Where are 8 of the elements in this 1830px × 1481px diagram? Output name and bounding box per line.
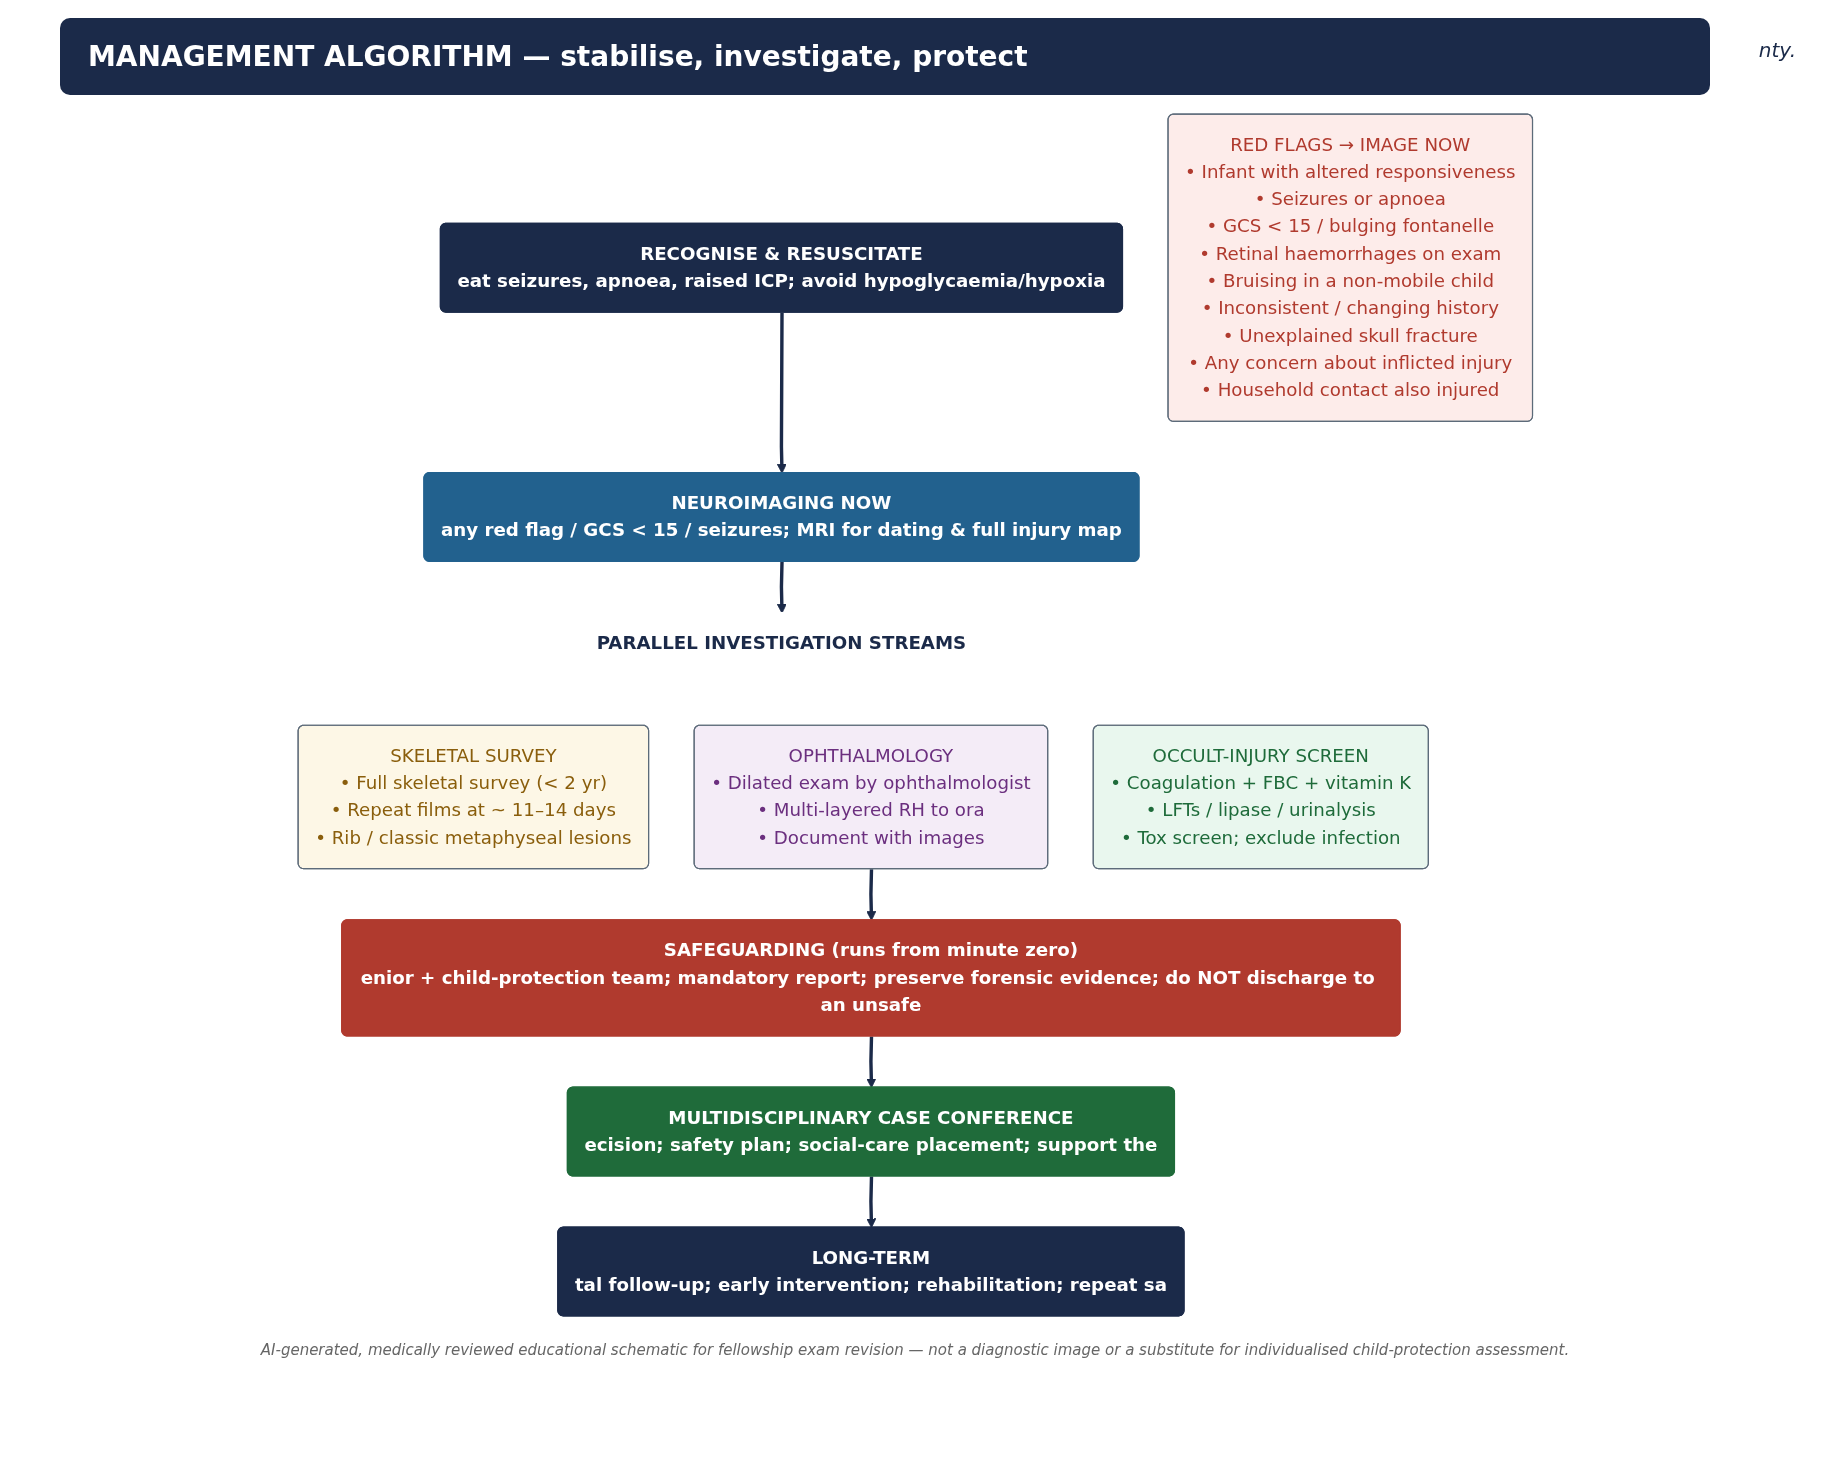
caption: AI-generated, medically reviewed educational schematic for fellowship exam revision — not a diagnostic image or a substitute for individualised child-protection assessment. <box>259 1341 1571 1359</box>
arrow <box>776 561 787 614</box>
arrow <box>776 312 787 474</box>
node-text: PARALLEL INVESTIGATION STREAMS <box>596 631 966 654</box>
arrow <box>865 1036 876 1089</box>
arrow <box>865 869 876 921</box>
title-banner: MANAGEMENT ALGORITHM — stabilise, investigate, protect <box>60 18 1710 95</box>
arrow <box>865 1176 876 1229</box>
